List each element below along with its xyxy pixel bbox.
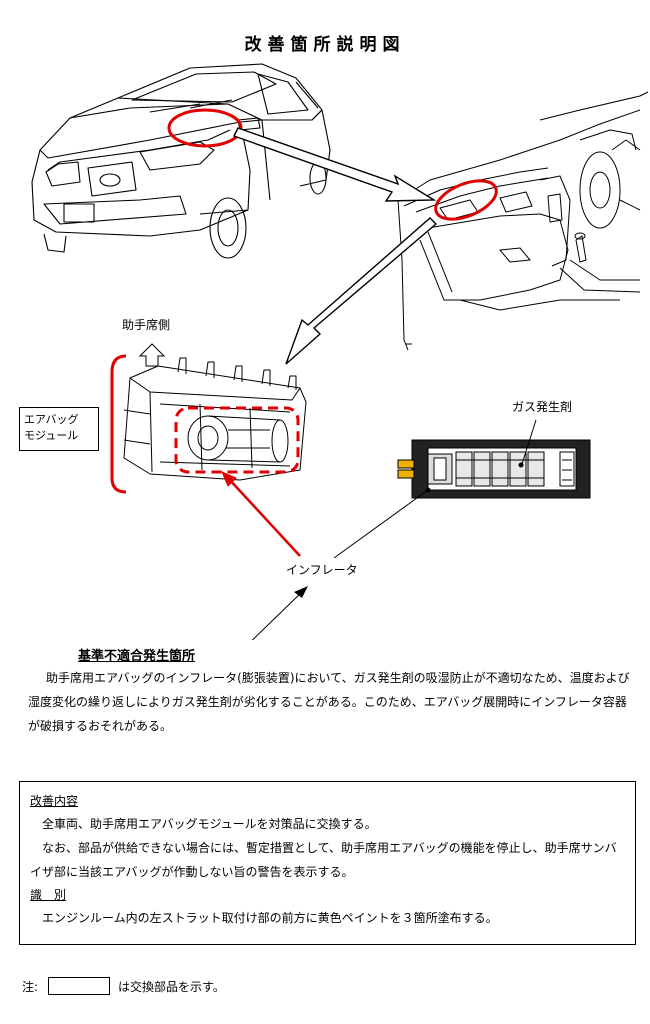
car-dashboard-highlight	[167, 108, 243, 148]
dashboard-illustration	[397, 91, 649, 351]
defect-heading: 基準不適合発生箇所	[78, 649, 196, 664]
improvement-heading: 改善内容	[30, 794, 79, 808]
improvement-box: 改善内容 全車両、助手席用エアバッグモジュールを対策品に交換する。 なお、部品が…	[19, 781, 636, 945]
airbag-module-label: エアバッグ モジュール	[19, 407, 99, 451]
defect-description: 助手席用エアバッグのインフレータ(膨張装置)において、ガス発生剤の吸湿防止が不適…	[28, 671, 630, 733]
replacement-part-swatch	[48, 977, 111, 995]
pointer-arrow-car-to-dashboard	[233, 127, 437, 202]
identification-text: エンジンルーム内の左ストラット取付け部の前方に黄色ペイントを３箇所塗布する。	[42, 911, 498, 925]
inflator-highlight	[174, 406, 300, 474]
airbag-module-label-line1: エアバッグ	[24, 413, 79, 426]
note-text: は交換部品を示す。	[118, 979, 225, 994]
page-title: 改善箇所説明図	[244, 35, 406, 55]
passenger-side-label: 助手席側	[122, 318, 171, 332]
module-bracket	[110, 354, 127, 494]
inflator-label: インフレータ	[286, 563, 358, 577]
improvement-paragraph-1: 全車両、助手席用エアバッグモジュールを対策品に交換する。	[42, 817, 377, 831]
legend-note: 注: は交換部品を示す。	[22, 977, 225, 995]
dashboard-airbag-highlight	[434, 179, 498, 221]
identification-heading: 識 別	[30, 888, 67, 902]
improvement-paragraph-2: なお、部品が供給できない場合には、暫定措置として、助手席用エアバッグの機能を停止…	[30, 841, 617, 879]
airbag-module-drawing	[123, 357, 307, 481]
note-prefix: 注:	[22, 979, 39, 994]
illustration	[31, 63, 649, 640]
car-illustration	[31, 63, 331, 259]
airbag-module-label-line2: モジュール	[24, 429, 79, 442]
pointer-arrow-dashboard-to-module	[285, 217, 438, 365]
inflator-cutaway-drawing	[397, 439, 591, 499]
gas-generant-label: ガス発生剤	[512, 400, 573, 414]
up-arrow-icon	[138, 343, 166, 367]
